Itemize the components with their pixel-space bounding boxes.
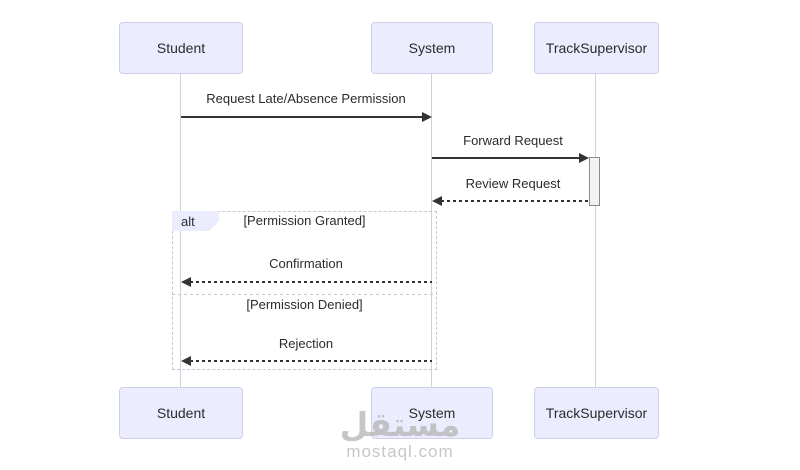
alt-condition-granted: [Permission Granted] (243, 213, 366, 228)
message-confirmation-arrowhead-icon (181, 277, 191, 287)
message-confirmation-line (190, 281, 432, 283)
message-confirmation-label: Confirmation (269, 256, 343, 271)
actor-system-bottom: System (371, 387, 493, 439)
alt-frame-label: alt (172, 211, 219, 231)
message-rejection-label: Rejection (278, 336, 334, 351)
actor-tracksupervisor-bottom: TrackSupervisor (534, 387, 659, 439)
message-request-line (181, 116, 423, 118)
message-rejection-arrowhead-icon (181, 356, 191, 366)
message-forward-line (432, 157, 580, 159)
message-rejection-line (190, 360, 432, 362)
lifeline-system (431, 74, 432, 387)
actor-tracksupervisor-top: TrackSupervisor (534, 22, 659, 74)
actor-system-top: System (371, 22, 493, 74)
message-review-arrowhead-icon (432, 196, 442, 206)
activation-bar-tracksupervisor (589, 157, 600, 206)
message-forward-arrowhead-icon (579, 153, 589, 163)
lifeline-tracksupervisor (595, 74, 596, 387)
alt-condition-denied: [Permission Denied] (246, 297, 363, 312)
message-review-label: Review Request (465, 176, 561, 191)
message-review-line (441, 200, 589, 202)
message-forward-label: Forward Request (463, 133, 563, 148)
alt-frame (172, 211, 437, 370)
actor-student-top: Student (119, 22, 243, 74)
message-request-arrowhead-icon (422, 112, 432, 122)
message-request-label: Request Late/Absence Permission (206, 91, 406, 106)
actor-student-bottom: Student (119, 387, 243, 439)
watermark-site-text: mostaql.com (346, 442, 454, 461)
alt-frame-divider (172, 294, 437, 295)
